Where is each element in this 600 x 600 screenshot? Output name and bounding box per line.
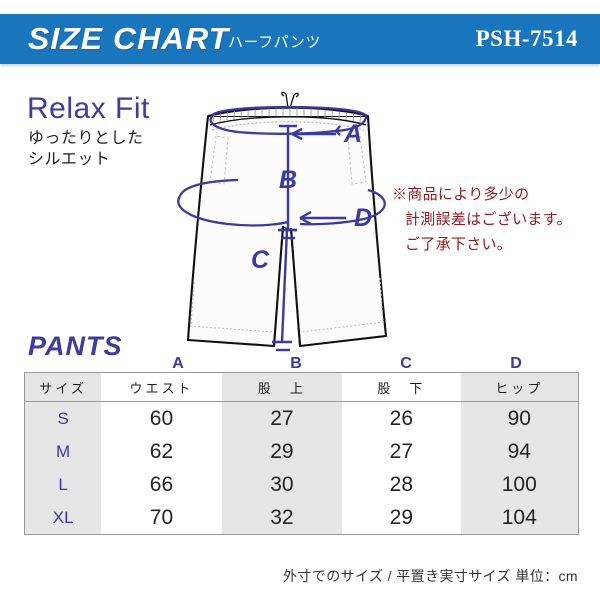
marker-b-label: B xyxy=(279,166,297,194)
table-row: S 60 27 26 90 xyxy=(25,401,578,435)
cell-rise-s: 27 xyxy=(221,401,343,435)
table-row: M 62 29 27 94 xyxy=(25,435,578,468)
cell-rise-xl: 32 xyxy=(221,501,343,534)
cell-inseam-m: 27 xyxy=(342,435,461,468)
cell-hip-l: 100 xyxy=(460,468,578,501)
page-title: SIZE CHART xyxy=(28,21,230,56)
size-table-wrapper: サイズ ウエスト 股 上 股 下 ヒップ S 60 27 26 90 M 62 … xyxy=(24,372,579,535)
fit-description-line1: ゆったりとした xyxy=(28,130,144,147)
cell-waist-xl: 70 xyxy=(101,501,222,534)
cell-inseam-l: 28 xyxy=(342,468,461,501)
marker-a-label: A xyxy=(343,120,362,148)
pocket-detail xyxy=(209,135,367,185)
note-line3: ご了承下さい。 xyxy=(405,236,513,253)
cell-inseam-xl: 29 xyxy=(342,501,461,534)
footer-note: 外寸でのサイズ / 平置き実寸サイズ 単位：cm xyxy=(283,568,578,584)
cell-waist-s: 60 xyxy=(101,401,222,435)
marker-c-label: C xyxy=(251,246,270,274)
size-table: サイズ ウエスト 股 上 股 下 ヒップ S 60 27 26 90 M 62 … xyxy=(25,373,578,534)
measurement-markers xyxy=(177,105,386,352)
cell-hip-xl: 104 xyxy=(460,501,578,534)
marker-d-hip-ellipse xyxy=(177,178,386,227)
fit-title: Relax Fit xyxy=(27,92,150,125)
cell-size-s: S xyxy=(25,401,102,435)
note-line2: 計測誤差はございます。 xyxy=(405,211,572,228)
marker-d-arrow xyxy=(299,210,346,226)
cell-rise-m: 29 xyxy=(221,435,343,468)
cell-size-l: L xyxy=(25,468,102,501)
column-header-waist: ウエスト xyxy=(101,373,222,402)
fit-description: ゆったりとした シルエット xyxy=(28,128,144,170)
table-row: XL 70 32 29 104 xyxy=(25,501,578,534)
cell-waist-m: 62 xyxy=(101,435,222,468)
cell-hip-m: 94 xyxy=(460,435,578,468)
column-header-size: サイズ xyxy=(25,373,102,402)
cell-hip-s: 90 xyxy=(460,401,578,435)
marker-a-arrow xyxy=(291,127,336,141)
header-banner: SIZE CHART ハーフパンツ PSH-7514 xyxy=(0,14,600,64)
measurement-note: ※商品により多少の 計測誤差はございます。 ご了承下さい。 xyxy=(392,182,572,257)
section-title-pants: PANTS xyxy=(28,331,123,361)
marker-c-inseam-line xyxy=(272,228,297,352)
table-header-row: サイズ ウエスト 股 上 股 下 ヒップ xyxy=(25,373,578,402)
column-header-hip: ヒップ xyxy=(460,373,578,402)
column-letter-c: C xyxy=(400,355,412,372)
table-row: L 66 30 28 100 xyxy=(25,468,578,501)
product-code: PSH-7514 xyxy=(475,26,578,51)
column-letter-b: B xyxy=(290,355,302,372)
cell-rise-l: 30 xyxy=(221,468,343,501)
note-line1: ※商品により多少の xyxy=(392,186,530,203)
header-subtitle: ハーフパンツ xyxy=(228,34,321,51)
column-letter-a: A xyxy=(172,355,184,372)
cell-inseam-s: 26 xyxy=(342,401,461,435)
cell-waist-l: 66 xyxy=(101,468,222,501)
half-pants-illustration: A B C D xyxy=(150,78,430,363)
marker-d-label: D xyxy=(354,204,372,232)
cell-size-xl: XL xyxy=(25,501,102,534)
fit-description-line2: シルエット xyxy=(28,151,111,168)
pants-body-shape xyxy=(186,114,388,348)
column-header-rise: 股 上 xyxy=(221,373,343,402)
cell-size-m: M xyxy=(25,435,102,468)
column-letter-d: D xyxy=(510,355,522,372)
hem-stitch-detail xyxy=(189,277,385,333)
column-header-inseam: 股 下 xyxy=(342,373,461,402)
